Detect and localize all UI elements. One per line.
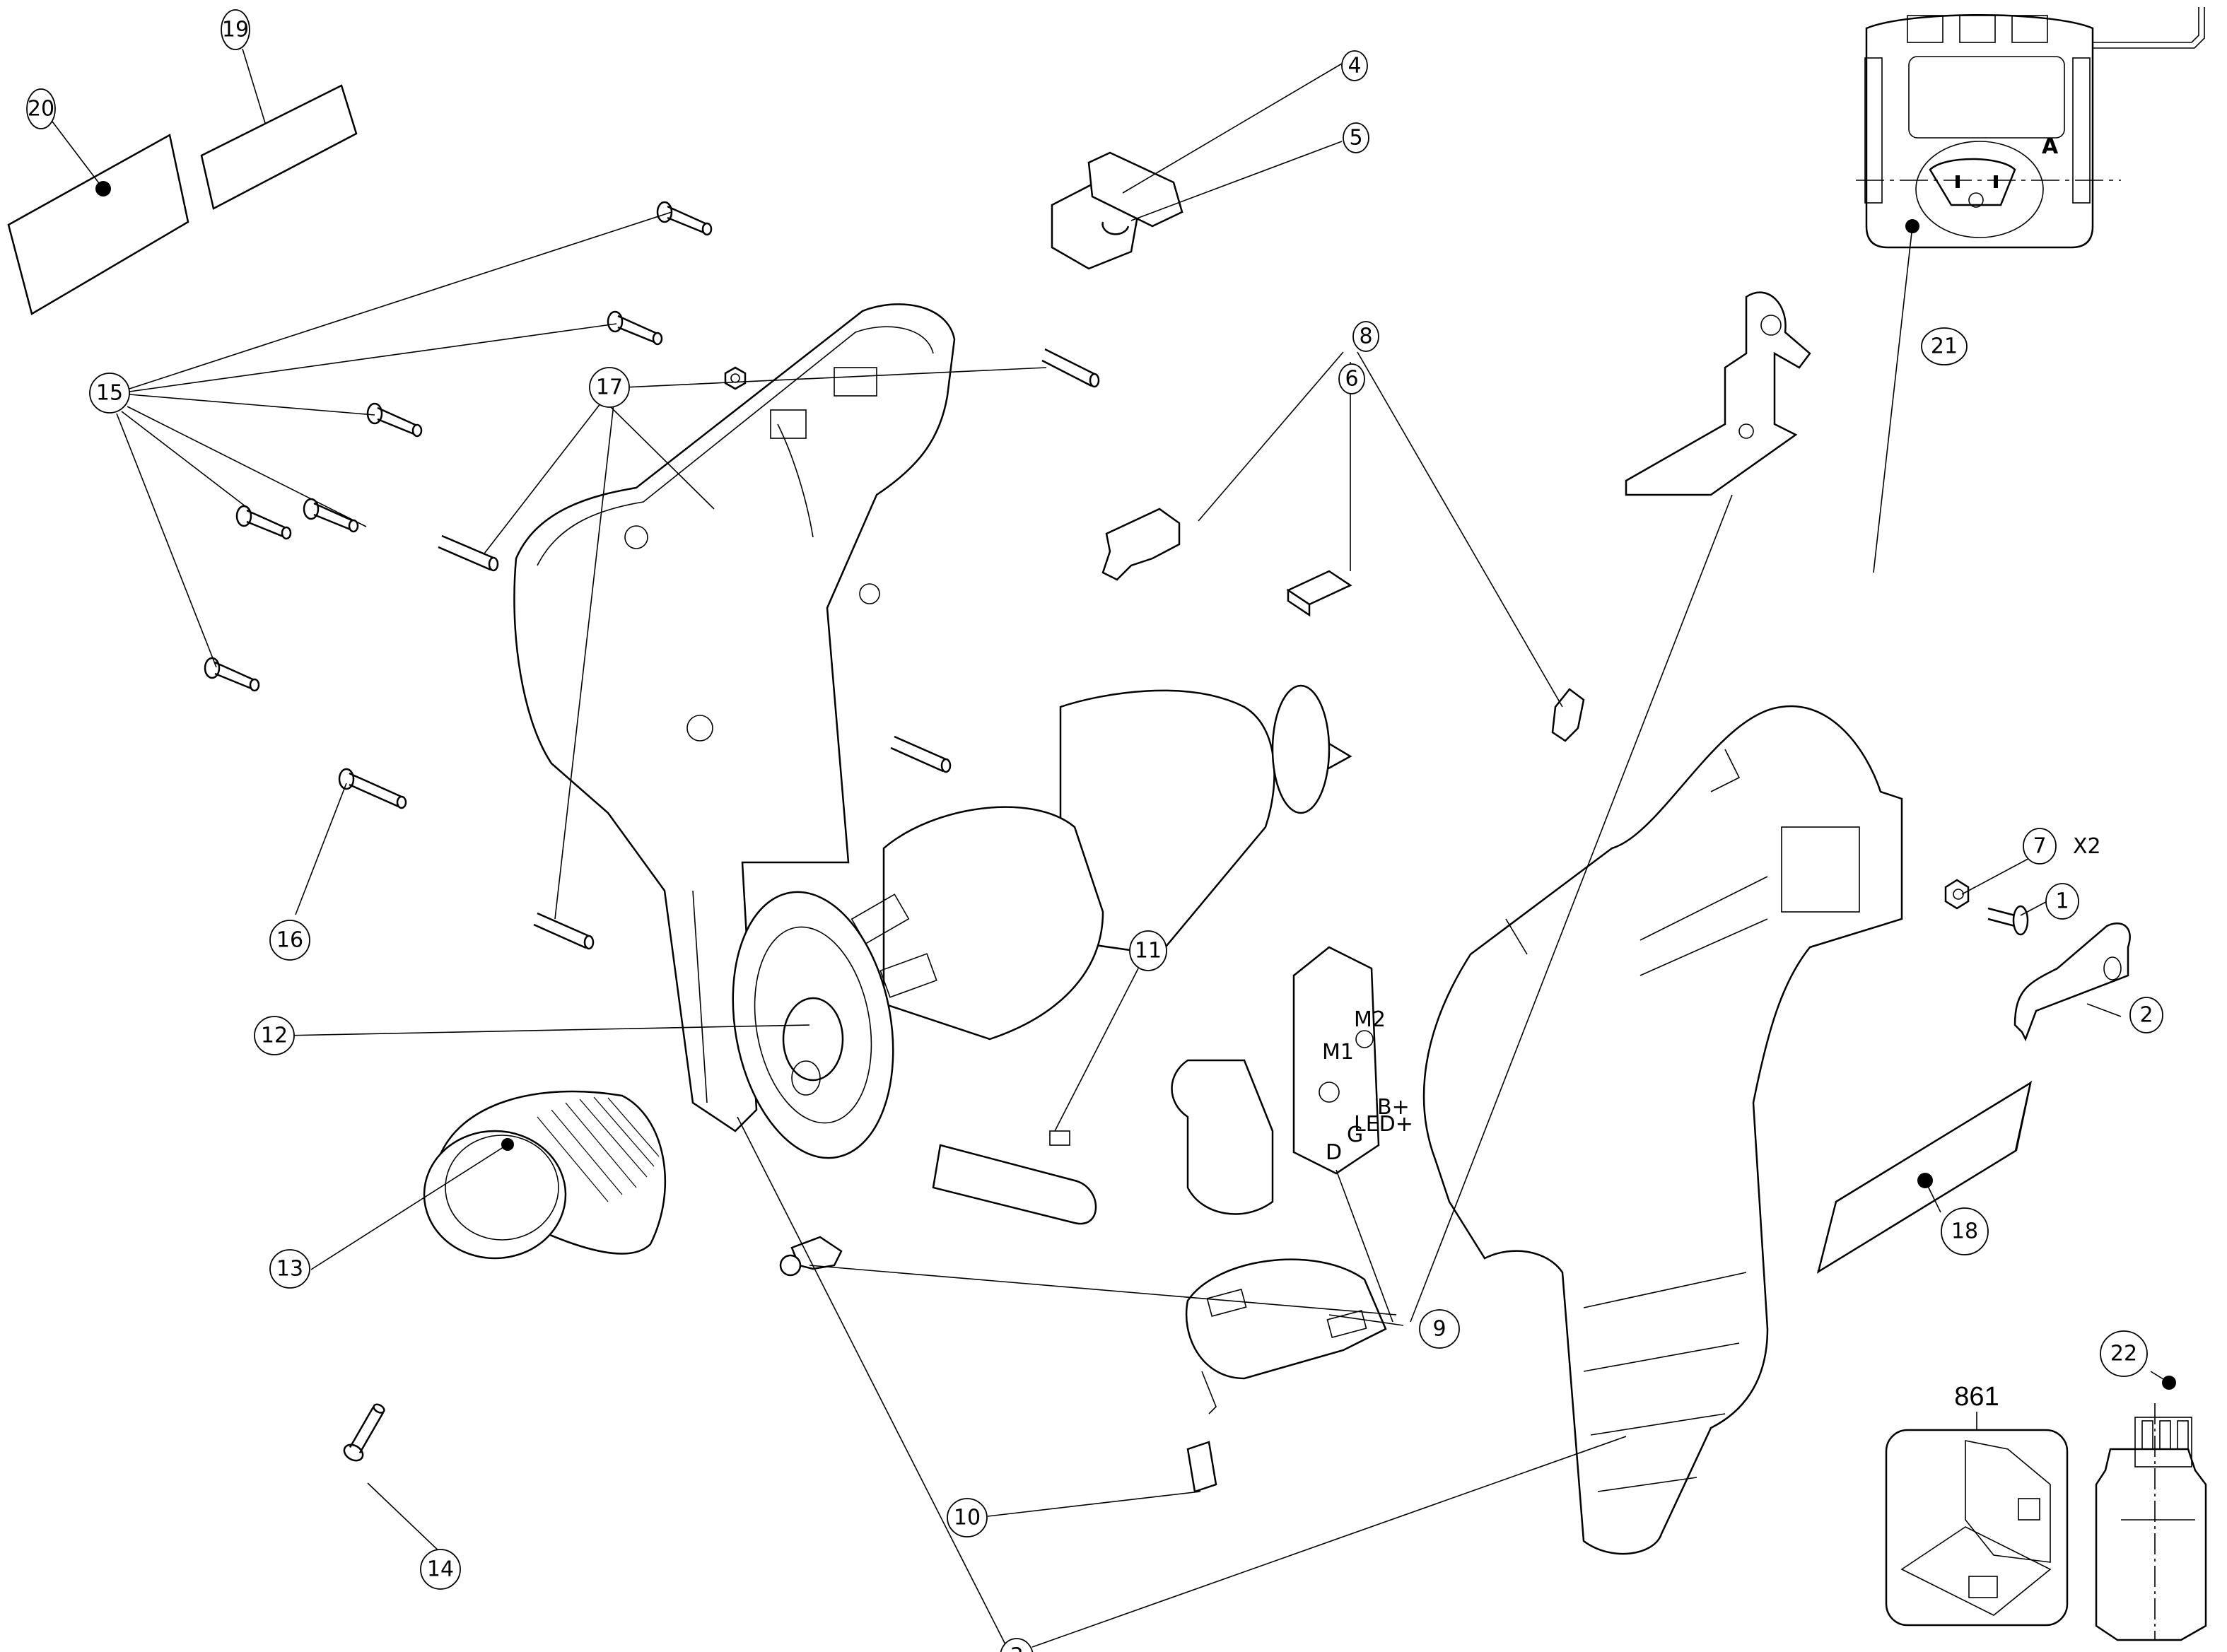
screw-1 bbox=[1987, 905, 2029, 936]
belt-clip-2 bbox=[2013, 922, 2131, 1042]
switch-markings: M1 M2 LED+ B+ G D bbox=[1322, 1007, 1413, 1165]
pad-6 bbox=[1286, 570, 1352, 617]
metal-bracket bbox=[1625, 291, 1811, 496]
svg-text:4: 4 bbox=[1348, 54, 1361, 78]
callout-19: 19 bbox=[221, 9, 250, 50]
svg-text:LED+: LED+ bbox=[1354, 1112, 1413, 1137]
svg-text:3: 3 bbox=[1010, 1644, 1023, 1652]
svg-text:D: D bbox=[1326, 1140, 1342, 1165]
label-decal-19 bbox=[200, 84, 358, 210]
screw-icon bbox=[235, 505, 292, 540]
callout-11: 11 bbox=[1129, 930, 1167, 971]
callout-14: 14 bbox=[420, 1549, 461, 1590]
battery-pack-22 bbox=[2095, 1376, 2207, 1641]
pin-icon bbox=[438, 534, 499, 572]
trigger-switch-9 bbox=[1171, 946, 1380, 1215]
svg-text:9: 9 bbox=[1432, 1317, 1446, 1342]
callout-17: 17 bbox=[589, 367, 630, 408]
svg-text:7: 7 bbox=[2033, 834, 2046, 859]
battery-terminal-plate bbox=[1185, 1258, 1387, 1414]
clip-10 bbox=[1186, 1441, 1217, 1493]
kit-label-861: 861 bbox=[1954, 1382, 1999, 1412]
pin-icon bbox=[533, 912, 595, 950]
svg-text:14: 14 bbox=[427, 1557, 454, 1582]
fwd-rev-lever bbox=[779, 1236, 843, 1277]
callout-18: 18 bbox=[1941, 1207, 1989, 1255]
svg-text:2: 2 bbox=[2139, 1003, 2153, 1028]
screw-icon bbox=[366, 402, 423, 438]
vent-top bbox=[1907, 15, 2048, 43]
callout-22: 22 bbox=[2100, 1330, 2148, 1377]
label-decal-20 bbox=[7, 134, 189, 315]
svg-text:19: 19 bbox=[222, 18, 249, 42]
callout-20: 20 bbox=[26, 88, 56, 129]
label-decal-18 bbox=[1817, 1080, 2033, 1274]
pin-icon bbox=[890, 735, 952, 773]
screw-icon bbox=[204, 657, 260, 692]
housing-right-half bbox=[1422, 705, 1903, 1555]
screw-icon bbox=[303, 498, 359, 533]
svg-text:M1: M1 bbox=[1322, 1040, 1354, 1065]
charger-marking-a: A bbox=[2042, 134, 2059, 159]
screw-icon bbox=[656, 201, 713, 236]
svg-text:G: G bbox=[1347, 1123, 1363, 1147]
callout-1: 1 bbox=[2045, 883, 2079, 920]
svg-text:13: 13 bbox=[276, 1257, 303, 1282]
screws-15 bbox=[204, 201, 713, 692]
chuck-13 bbox=[423, 1090, 667, 1260]
svg-text:1: 1 bbox=[2055, 889, 2069, 914]
callout-9: 9 bbox=[1419, 1309, 1460, 1349]
direction-switch bbox=[1051, 151, 1183, 270]
callout-6: 6 bbox=[1338, 363, 1365, 394]
clip-8a bbox=[1101, 508, 1181, 581]
knurling bbox=[537, 1096, 660, 1202]
motor-gearbox bbox=[732, 684, 1331, 1159]
led-board-11 bbox=[932, 1130, 1097, 1225]
svg-text:16: 16 bbox=[276, 928, 303, 953]
callout-10: 10 bbox=[947, 1498, 988, 1537]
svg-text:M2: M2 bbox=[1354, 1007, 1386, 1032]
screw-14 bbox=[343, 1403, 385, 1462]
svg-text:10: 10 bbox=[954, 1506, 981, 1530]
carry-case-861: 861 bbox=[1885, 1382, 2069, 1627]
callout-5: 5 bbox=[1343, 122, 1369, 153]
leader-lines bbox=[52, 48, 2170, 1648]
svg-text:8: 8 bbox=[1359, 324, 1372, 349]
callout-2: 2 bbox=[2129, 997, 2163, 1033]
quantity-note: X2 bbox=[2073, 834, 2101, 859]
svg-text:18: 18 bbox=[1951, 1219, 1978, 1244]
svg-text:12: 12 bbox=[261, 1024, 288, 1048]
callout-21: 21 bbox=[1921, 327, 1968, 365]
housing-left-half bbox=[513, 303, 956, 1132]
svg-text:11: 11 bbox=[1135, 939, 1162, 963]
pin-icon bbox=[1041, 348, 1100, 388]
svg-text:17: 17 bbox=[596, 375, 623, 400]
callout-4: 4 bbox=[1341, 50, 1368, 81]
screw-icon bbox=[607, 310, 663, 346]
svg-text:6: 6 bbox=[1345, 367, 1358, 392]
callout-3: 3 bbox=[1000, 1638, 1034, 1652]
vent-left bbox=[1864, 57, 1883, 204]
svg-text:5: 5 bbox=[1349, 126, 1362, 151]
nut-icon bbox=[724, 366, 747, 390]
svg-text:21: 21 bbox=[1931, 334, 1958, 359]
callout-15: 15 bbox=[89, 373, 130, 414]
nut-7 bbox=[1944, 879, 1970, 910]
svg-text:15: 15 bbox=[96, 381, 123, 406]
vent-right bbox=[2072, 57, 2091, 204]
callout-8: 8 bbox=[1352, 321, 1379, 352]
svg-text:B+: B+ bbox=[1377, 1095, 1410, 1120]
charger-21: A bbox=[1856, 7, 2205, 249]
callout-16: 16 bbox=[269, 920, 310, 961]
callout-13: 13 bbox=[269, 1249, 310, 1289]
svg-text:20: 20 bbox=[28, 97, 54, 122]
callout-12: 12 bbox=[254, 1016, 295, 1055]
screw-16 bbox=[338, 768, 407, 809]
callout-7: 7 bbox=[2023, 828, 2057, 865]
svg-text:22: 22 bbox=[2110, 1342, 2137, 1366]
pins-17 bbox=[438, 348, 1100, 950]
